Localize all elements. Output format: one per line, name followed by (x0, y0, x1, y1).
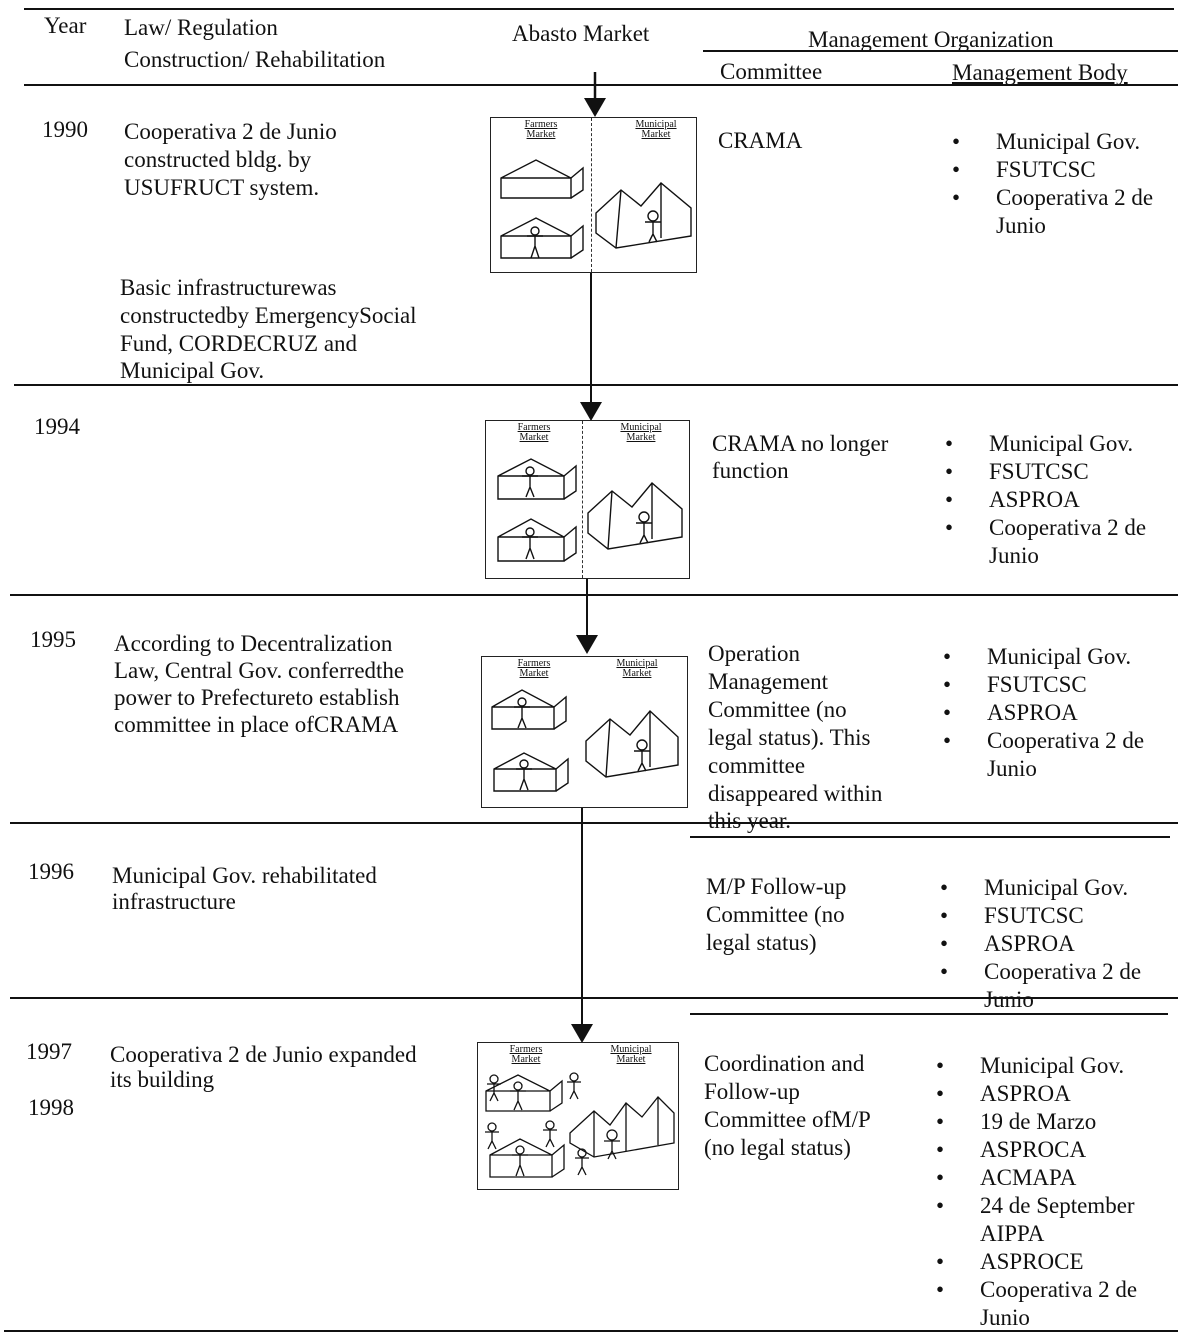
arrow-1995 (576, 635, 598, 654)
committee-1994-line1: CRAMA no longer (712, 430, 888, 457)
committee-1994-line2: function (712, 457, 789, 484)
year-1995: 1995 (30, 628, 76, 651)
law2-1990-line4: Municipal Gov. (120, 357, 264, 384)
body-item: Municipal Gov. (943, 643, 1173, 671)
body-item: FSUTCSC (952, 156, 1176, 184)
committee-1996-line1: M/P Follow-up (706, 873, 846, 900)
body-item: ASPROA (945, 486, 1173, 514)
law-1997-line2: its building (110, 1066, 214, 1093)
committee-1997-line2: Follow-up (704, 1078, 800, 1105)
law2-1990-line1: Basic infrastructurewas (120, 274, 337, 301)
committee-1996-line3: legal status) (706, 929, 817, 956)
bodies-1994: Municipal Gov. FSUTCSC ASPROA Cooperativ… (945, 430, 1173, 570)
law-1990-line2: constructed bldg. by (124, 146, 311, 173)
body-item: Cooperativa 2 de Junio (936, 1276, 1170, 1332)
law-1995-line2: Law, Central Gov. conferredthe (114, 657, 404, 684)
law-1990-line1: Cooperativa 2 de Junio (124, 118, 337, 145)
bodies-1995: Municipal Gov. FSUTCSC ASPROA Cooperativ… (943, 643, 1173, 783)
body-item: 24 de September AIPPA (936, 1192, 1170, 1248)
market-diagram-1990: Farmers Market Municipal Market (490, 117, 697, 273)
committee-1997-line3: Committee ofM/P (704, 1106, 871, 1133)
law-1996-line1: Municipal Gov. rehabilitated (112, 862, 377, 889)
bodies-1990: Municipal Gov. FSUTCSC Cooperativa 2 de … (952, 128, 1176, 240)
arrow-1994 (580, 402, 602, 421)
law-1990-line3: USUFRUCT system. (124, 174, 319, 201)
committee-1995-line3: Committee (no (708, 696, 847, 723)
committee-1990: CRAMA (718, 127, 802, 154)
committee-1995-line5: committee (708, 752, 805, 779)
arrow-1990 (584, 98, 606, 117)
law-1995-line4: committee in place ofCRAMA (114, 711, 398, 738)
law2-1990-line2: constructedby EmergencySocial (120, 302, 417, 329)
year-1996: 1996 (28, 860, 74, 883)
year-1997: 1997 (26, 1040, 72, 1063)
committee-1997-line4: (no legal status) (704, 1134, 851, 1161)
market-buildings-1990 (491, 118, 696, 272)
body-item: Cooperativa 2 de Junio (940, 958, 1172, 1014)
market-diagram-1994: Farmers Market Municipal Market (485, 420, 690, 579)
body-item: Cooperativa 2 de Junio (945, 514, 1173, 570)
body-item: 19 de Marzo (936, 1108, 1172, 1136)
committee-1997-line1: Coordination and (704, 1050, 864, 1077)
committee-1996-line2: Committee (no (706, 901, 845, 928)
committee-1995-line4: legal status). This (708, 724, 870, 751)
row-rule-1996 (10, 822, 1178, 824)
market-buildings-1994 (486, 421, 689, 578)
committee-1995-line7: this year. (708, 807, 791, 834)
market-buildings-1995 (482, 657, 687, 807)
body-item: Municipal Gov. (940, 874, 1172, 902)
arrow-1997 (571, 1024, 593, 1043)
body-item: ASPROA (943, 699, 1173, 727)
body-item: Cooperativa 2 de Junio (952, 184, 1176, 240)
year-1990: 1990 (42, 118, 88, 141)
law-1997-line1: Cooperativa 2 de Junio expanded (110, 1041, 417, 1068)
row-rule-1995-right (690, 836, 1170, 838)
law-1995-line1: According to Decentralization (114, 630, 392, 657)
body-item: Municipal Gov. (945, 430, 1173, 458)
committee-1995-line1: Operation (708, 640, 800, 667)
body-item: ACMAPA (936, 1164, 1172, 1192)
body-item: Municipal Gov. (952, 128, 1176, 156)
committee-1995-line2: Management (708, 668, 828, 695)
law-1996-line2: infrastructure (112, 888, 236, 915)
market-diagram-1995: Farmers Market Municipal Market (481, 656, 688, 808)
bodies-1996: Municipal Gov. FSUTCSC ASPROA Cooperativ… (940, 874, 1172, 1014)
law-1995-line3: power to Prefectureto establish (114, 684, 400, 711)
body-item: FSUTCSC (943, 671, 1173, 699)
body-item: ASPROCA (936, 1136, 1172, 1164)
body-item: ASPROA (936, 1080, 1172, 1108)
market-diagram-1997: Farmers Market Municipal Market (477, 1042, 679, 1190)
year-1998: 1998 (28, 1096, 74, 1119)
law2-1990-line3: Fund, CORDECRUZ and (120, 330, 357, 357)
body-item: ASPROA (940, 930, 1172, 958)
bodies-1997: Municipal Gov. ASPROA 19 de Marzo ASPROC… (936, 1052, 1172, 1332)
row-rule-1994 (14, 384, 1178, 386)
body-item: Cooperativa 2 de Junio (943, 727, 1173, 783)
body-item: Municipal Gov. (936, 1052, 1172, 1080)
year-1994: 1994 (34, 415, 80, 438)
body-item: ASPROCE (936, 1248, 1172, 1276)
market-buildings-1997 (478, 1043, 678, 1189)
row-rule-1995 (10, 594, 1178, 596)
body-item: FSUTCSC (945, 458, 1173, 486)
body-item: FSUTCSC (940, 902, 1172, 930)
committee-1995-line6: disappeared within (708, 780, 882, 807)
